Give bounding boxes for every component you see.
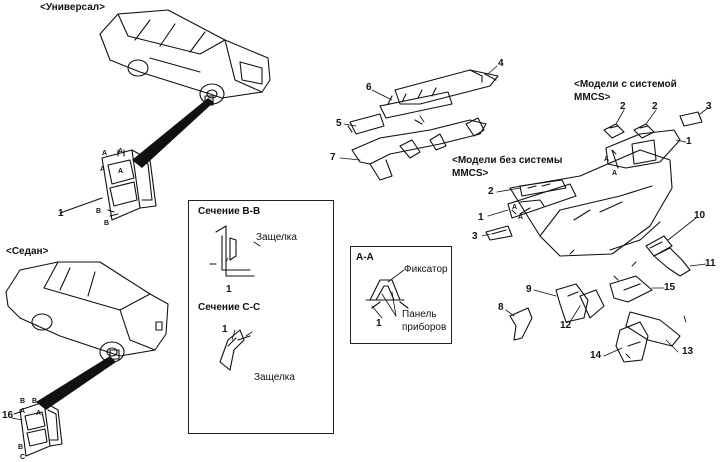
callout-8: 8 (498, 302, 504, 313)
callout-1-wagon: 1 (58, 208, 64, 219)
wagon-title: <Универсал> (40, 2, 105, 13)
models-without-mmcs-text: <Модели без системы MMCS> (452, 155, 563, 179)
vent-2-front-drawing (519, 179, 567, 197)
mark-a-mmcs-1: A (604, 156, 610, 163)
dashboard-drawing (509, 149, 673, 257)
duct-9-drawing (555, 283, 589, 323)
mark-a-wagon-3: A (118, 168, 124, 175)
callout-3-no-mmcs: 3 (472, 231, 478, 242)
models-with-mmcs-heading: <Модели с системой MMCS> (574, 78, 694, 104)
instrument-panel-text: Панель приборов (402, 309, 447, 333)
mark-b-sedan-2: B (32, 398, 38, 405)
duct-15-drawing (609, 275, 653, 303)
mmcs-group-drawing (603, 111, 703, 169)
section-aa-title: A-A (356, 252, 374, 263)
duct-13-drawing (625, 311, 681, 347)
callout-16: 16 (2, 410, 14, 421)
section-aa-box (350, 246, 452, 344)
wagon-car-drawing (99, 9, 271, 106)
wagon-detail-pointer (132, 98, 214, 168)
section-bb-cc-box (188, 200, 334, 434)
section-bb-drawing (209, 225, 255, 277)
mark-b-sedan-3: B (18, 444, 24, 451)
retainer-label: Фиксатор (404, 264, 448, 275)
wagon-vent-drawing (59, 149, 157, 221)
callout-2-mmcs-b: 2 (652, 101, 658, 112)
leader-lines (11, 65, 709, 421)
callout-1-mmcs: 1 (686, 136, 692, 147)
mark-a-sedan-1: A (20, 408, 26, 415)
callout-6: 6 (366, 82, 372, 93)
vent-10-drawing (645, 235, 673, 257)
callout-4: 4 (498, 58, 504, 69)
callout-15: 15 (664, 282, 676, 293)
callout-14: 14 (590, 350, 602, 361)
section-cc-drawing (219, 329, 251, 371)
duct-12-drawing (579, 289, 605, 319)
duct-14-drawing (615, 321, 649, 363)
section-cc-title: Сечение C-C (198, 302, 261, 313)
mark-a-mmcs-2: A (612, 170, 618, 177)
models-without-mmcs-heading: <Модели без системы MMCS> (452, 154, 582, 180)
sedan-title: <Седан> (6, 246, 49, 257)
sedan-car-drawing (5, 261, 169, 363)
callout-13: 13 (682, 346, 694, 357)
vent-1-panel-drawing (507, 183, 577, 219)
callout-2-mmcs-a: 2 (620, 101, 626, 112)
mark-a-wagon-4: A (100, 166, 106, 173)
callout-12: 12 (560, 320, 572, 331)
duct-8-drawing (509, 307, 533, 341)
direction-arrows (245, 115, 687, 359)
instrument-panel-label: Панель приборов (402, 308, 448, 334)
mark-a-wagon-1: A (102, 150, 108, 157)
callout-11: 11 (705, 258, 716, 269)
models-with-mmcs-text: <Модели с системой MMCS> (574, 79, 677, 103)
callout-1-no-mmcs: 1 (478, 212, 484, 223)
duct-11-drawing (653, 247, 691, 277)
callout-7: 7 (330, 152, 336, 163)
vent-3-drawing (485, 225, 513, 241)
section-bb-title: Сечение B-B (198, 206, 261, 217)
callout-1-aa: 1 (376, 318, 382, 329)
mark-c-sedan-1: C (20, 454, 26, 461)
callout-5: 5 (336, 118, 342, 129)
sedan-detail-pointer (36, 356, 116, 410)
duct-assembly-drawing (347, 69, 499, 181)
callout-1-cc: 1 (222, 324, 228, 335)
sedan-vent-drawing (13, 401, 63, 457)
mark-b-sedan-1: B (20, 398, 26, 405)
callout-2-no-mmcs: 2 (488, 186, 494, 197)
latch-label-cc: Защелка (254, 372, 295, 383)
callout-1-bb: 1 (226, 284, 232, 295)
mark-a-duct: A (512, 204, 518, 211)
latch-label-bb: Защелка (256, 232, 297, 243)
mark-a-duct-2: A (518, 214, 524, 221)
callout-10: 10 (694, 210, 706, 221)
mark-a-sedan-2: A (36, 410, 42, 417)
mark-b-wagon-1: B (96, 208, 102, 215)
callout-9: 9 (526, 284, 532, 295)
mark-b-wagon-2: B (104, 220, 110, 227)
mark-a-wagon-2: A (118, 148, 124, 155)
callout-3-mmcs: 3 (706, 101, 712, 112)
